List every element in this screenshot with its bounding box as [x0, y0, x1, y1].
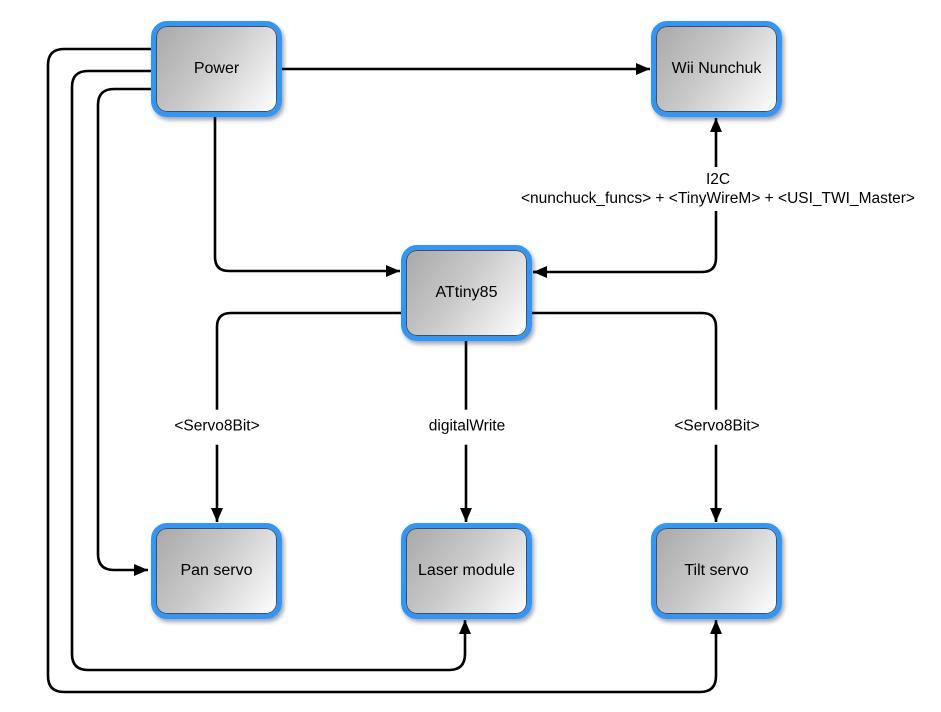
edge-label-servo8bit-pan: <Servo8Bit> [170, 409, 264, 445]
edge-label-i2c-libraries: <nunchuck_funcs> + <TinyWireM> + <USI_TW… [521, 190, 915, 207]
edge-attiny85-to-pan-servo [211, 311, 401, 522]
edge-power-to-pan-servo [96, 87, 151, 576]
edge-power-to-tilt-servo [46, 47, 722, 694]
node-pan-servo-label: Pan servo [180, 562, 253, 579]
edge-power-to-attiny85 [213, 117, 400, 277]
node-power: Power [151, 21, 282, 117]
edge-label-i2c: I2C [705, 171, 731, 188]
edge-power-to-laser-module [70, 69, 471, 672]
node-attiny85-label: ATtiny85 [435, 284, 498, 301]
node-power-label: Power [193, 60, 240, 77]
edge-attiny85-to-tilt-servo [532, 311, 722, 522]
edge-label-digitalwrite: digitalWrite [424, 409, 510, 445]
node-tilt-servo: Tilt servo [651, 523, 782, 619]
node-pan-servo: Pan servo [151, 523, 282, 619]
node-wii-nunchuk: Wii Nunchuk [651, 21, 782, 117]
node-wii-nunchuk-label: Wii Nunchuk [671, 60, 762, 77]
edge-attiny85-to-wii-nunchuk-i2c [534, 118, 722, 274]
node-laser-module: Laser module [401, 523, 532, 619]
node-laser-module-label: Laser module [418, 562, 515, 579]
node-tilt-servo-label: Tilt servo [684, 562, 749, 579]
edge-label-i2c-block: I2C <nunchuck_funcs> + <TinyWireM> + <US… [515, 167, 921, 211]
node-attiny85: ATtiny85 [401, 245, 532, 341]
edge-label-servo8bit-tilt: <Servo8Bit> [670, 409, 764, 445]
